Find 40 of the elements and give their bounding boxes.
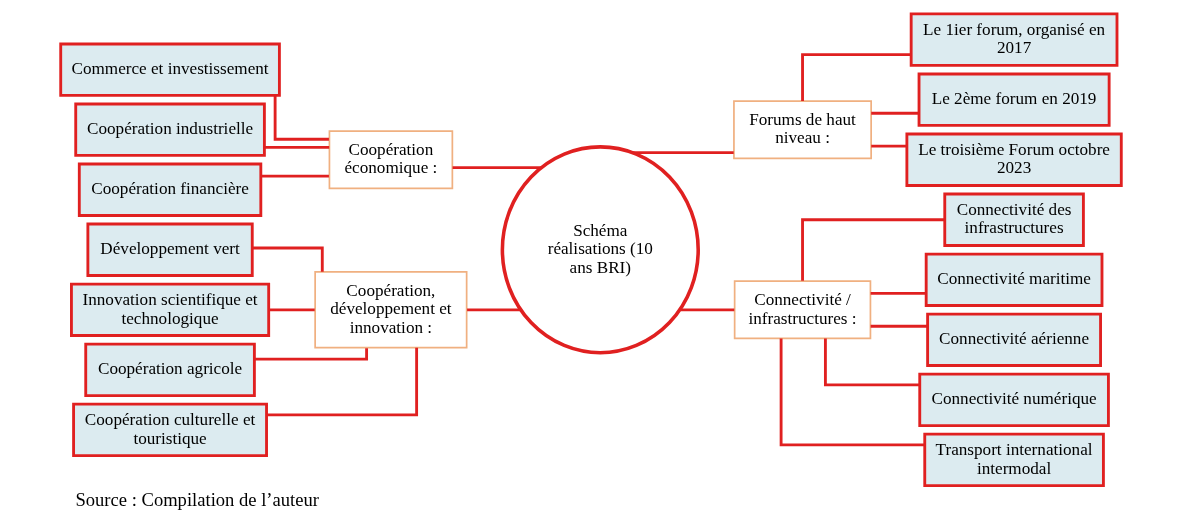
node-box: Coopération agricole [83, 342, 256, 397]
node-box: Connectivité / infrastructures : [733, 280, 871, 340]
connector [254, 348, 368, 361]
node-box: Coopération, développement et innovation : [313, 271, 467, 349]
connector [870, 111, 919, 115]
connector [679, 308, 734, 312]
connector [632, 151, 734, 154]
connector [452, 166, 541, 169]
connector [823, 338, 919, 387]
connector [260, 174, 329, 178]
connector [870, 324, 928, 328]
connector [251, 246, 324, 272]
node-box: Développement vert [85, 222, 254, 277]
connector [264, 145, 329, 149]
node-box: Le troisième Forum octobre 2023 [904, 132, 1123, 187]
connector [466, 308, 520, 312]
connector [273, 95, 329, 141]
node-box: Coopération économique : [328, 130, 453, 190]
connector [800, 53, 911, 101]
connector [266, 347, 418, 417]
connector [800, 218, 944, 281]
node-circle: Schéma réalisations (10 ans BRI) [500, 145, 700, 355]
node-box: Coopération culturelle et touristique [71, 402, 268, 458]
node-box: Innovation scientifique et technologique [69, 282, 270, 337]
node-box: Forums de haut niveau : [732, 100, 872, 160]
caption: Source : Compilation de l’auteur [74, 489, 319, 511]
connector [870, 291, 926, 295]
connector [870, 144, 907, 148]
node-box: Le 1ier forum, organisé en 2017 [909, 12, 1118, 67]
node-box: Connectivité numérique [917, 372, 1110, 427]
node-box: Connectivité aérienne [925, 312, 1102, 367]
node-box: Connectivité des infrastructures [942, 192, 1085, 247]
node-box: Le 2ème forum en 2019 [917, 72, 1111, 127]
node-box: Coopération industrielle [73, 102, 266, 157]
node-box: Connectivité maritime [924, 252, 1103, 307]
node-box: Commerce et investissement [58, 42, 281, 97]
node-box: Transport international intermodal [922, 432, 1105, 488]
connector [779, 338, 925, 447]
node-box: Coopération financière [77, 162, 262, 217]
connector [268, 308, 315, 312]
